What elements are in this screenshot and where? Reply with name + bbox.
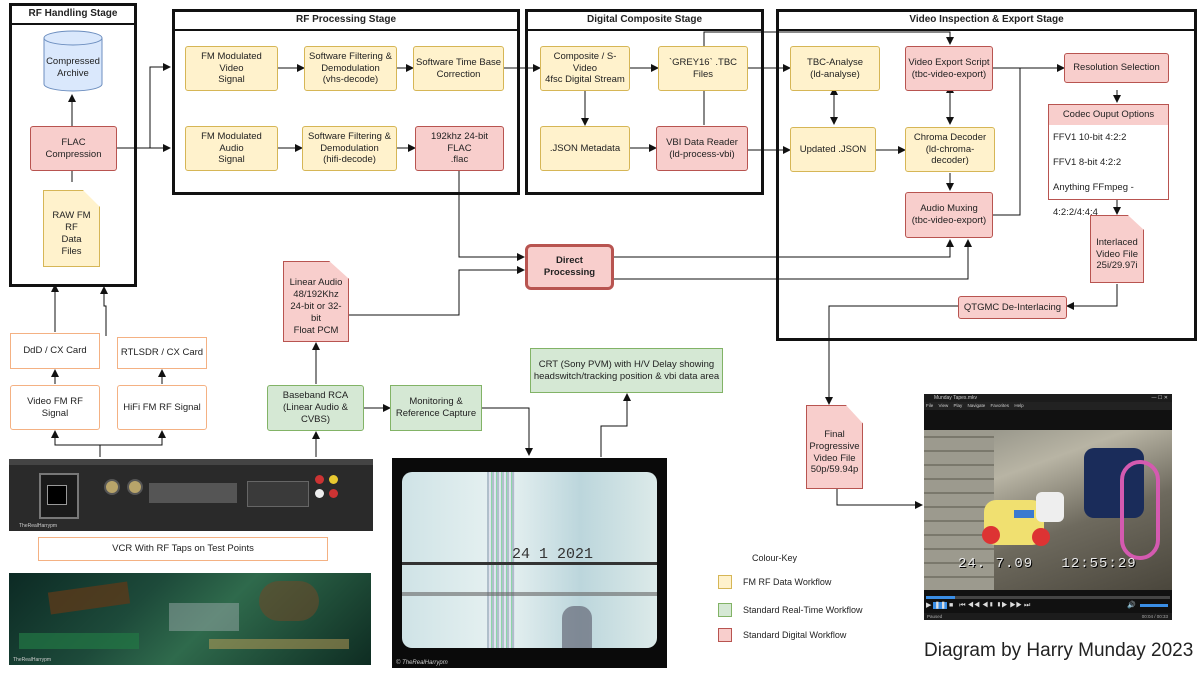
codec-output-options-node: Codec Ouput Options FFV1 10-bit 4:2:2 FF… — [1048, 104, 1169, 218]
board-photo-watermark: TheRealHarrypm — [13, 657, 52, 663]
legend-swatch-digital — [718, 628, 732, 642]
vbi-data-reader-node: VBI Data Reader (ld-process-vbi) — [656, 126, 748, 171]
player-window-controls-icon: — ☐ ✕ — [1151, 395, 1168, 401]
codec-option: Anything FFmpeg - 4:2:2/4:4:4 — [1053, 182, 1134, 218]
fm-modulated-video-signal-node: FM Modulated Video Signal — [185, 46, 278, 91]
updated-json-node: Updated .JSON — [790, 127, 876, 172]
stop-icon[interactable]: ■ — [949, 602, 954, 609]
ddd-cx-card-node: DdD / CX Card — [10, 333, 100, 369]
vcr-rear-panel-photo: TheRealHarrypm — [9, 459, 373, 531]
raw-fm-rf-data-files-node: RAW FM RF Data Files — [43, 190, 100, 267]
player-osd-timestamp: 24. 7.09 12:55:29 — [958, 556, 1137, 572]
vcr-circuit-board-photo: TheRealHarrypm — [9, 573, 371, 665]
rf-handling-stage-title: RF Handling Stage — [12, 6, 134, 25]
crt-photo-watermark: © TheRealHarrypm — [396, 660, 448, 666]
legend-title: Colour-Key — [752, 553, 798, 563]
diagram-credit: Diagram by Harry Munday 2023 — [924, 640, 1194, 661]
fast-forward-icon[interactable]: ▶▶ — [1009, 602, 1023, 609]
vhs-decode-node: Software Filtering & Demodulation (vhs-d… — [304, 46, 397, 91]
legend-label: Standard Digital Workflow — [743, 630, 847, 640]
player-menu-item[interactable]: Help — [1014, 403, 1024, 408]
pause-icon[interactable]: ❚❚ — [933, 602, 948, 609]
player-video-frame: 24. 7.09 12:55:29 — [924, 430, 1172, 590]
flac-compression-node: FLAC Compression — [30, 126, 117, 171]
inspection-export-stage: Video Inspection & Export Stage — [776, 9, 1197, 341]
frame-back-icon[interactable]: ◀▮ — [981, 602, 994, 609]
rf-processing-stage: RF Processing Stage — [172, 9, 520, 195]
player-titlebar: Munday Tapes.mkv — ☐ ✕ — [924, 394, 1172, 402]
video-fm-rf-signal-node: Video FM RF Signal — [10, 385, 100, 430]
codec-option: FFV1 8-bit 4:2:2 — [1053, 157, 1122, 168]
final-progressive-video-file-node: Final Progressive Video File 50p/59.94p — [806, 405, 863, 489]
codec-option: FFV1 10-bit 4:2:2 — [1053, 132, 1127, 143]
digital-composite-stage: Digital Composite Stage — [525, 9, 764, 195]
rewind-icon[interactable]: ◀◀ — [967, 602, 980, 609]
player-menu-item[interactable]: Play — [953, 403, 963, 408]
resolution-selection-node: Resolution Selection — [1064, 53, 1169, 83]
rtlsdr-cx-card-node: RTLSDR / CX Card — [117, 337, 207, 369]
flac-192khz-node: 192khz 24-bit FLAC .flac — [415, 126, 504, 171]
player-status: Paused — [927, 614, 943, 619]
vcr-photo-watermark: TheRealHarrypm — [19, 523, 58, 529]
legend-label: Standard Real-Time Workflow — [743, 605, 863, 615]
tbc-analyse-node: TBC-Analyse (ld-analyse) — [790, 46, 880, 91]
player-title: Munday Tapes.mkv — [934, 395, 977, 401]
player-seekbar[interactable] — [926, 596, 1170, 599]
linear-audio-node: Linear Audio 48/192Khz 24-bit or 32-bit … — [283, 261, 349, 342]
compressed-archive-icon — [43, 30, 103, 92]
video-export-script-node: Video Export Script (tbc-video-export) — [905, 46, 993, 91]
hifi-fm-rf-signal-node: HiFi FM RF Signal — [117, 385, 207, 430]
qtgmc-deinterlacing-node: QTGMC De-Interlacing — [958, 296, 1067, 319]
direct-processing-node: Direct Processing — [525, 244, 614, 290]
json-metadata-node: .JSON Metadata — [540, 126, 630, 171]
grey16-tbc-files-node: `GREY16` .TBC Files — [658, 46, 748, 91]
codec-output-options-title: Codec Ouput Options — [1062, 109, 1155, 120]
audio-muxing-node: Audio Muxing (tbc-video-export) — [905, 192, 993, 238]
legend-swatch-real-time — [718, 603, 732, 617]
digital-composite-stage-title: Digital Composite Stage — [528, 12, 761, 31]
player-statusbar: Paused 00:04 / 00:33 — [924, 613, 1172, 620]
media-player-window: Munday Tapes.mkv — ☐ ✕ File View Play Na… — [924, 394, 1172, 620]
player-menu-item[interactable]: File — [926, 403, 934, 408]
player-controls: ▶ ❚❚ ■ ⏮ ◀◀ ◀▮ ▮▶ ▶▶ ⏭ 🔊 — [926, 600, 1170, 611]
skip-forward-icon[interactable]: ⏭ — [1024, 602, 1031, 609]
hifi-decode-node: Software Filtering & Demodulation (hifi-… — [302, 126, 397, 171]
vcr-caption-node: VCR With RF Taps on Test Points — [38, 537, 328, 561]
player-menu-item[interactable]: Favorites — [990, 403, 1010, 408]
composite-4fsc-stream-node: Composite / S-Video 4fsc Digital Stream — [540, 46, 630, 91]
legend-label: FM RF Data Workflow — [743, 577, 832, 587]
chroma-decoder-node: Chroma Decoder (ld-chroma-decoder) — [905, 127, 995, 172]
player-menubar: File View Play Navigate Favorites Help — [924, 402, 1172, 410]
compressed-archive-label: Compressed Archive — [46, 56, 100, 79]
inspection-export-stage-title: Video Inspection & Export Stage — [779, 12, 1194, 31]
monitoring-reference-capture-node: Monitoring & Reference Capture — [390, 385, 482, 431]
player-menu-item[interactable]: Navigate — [967, 403, 986, 408]
crt-date-overlay: 24 1 2021 — [512, 546, 594, 563]
interlaced-video-file-node: Interlaced Video File 25i/29.97i — [1090, 215, 1144, 283]
baseband-rca-node: Baseband RCA (Linear Audio & CVBS) — [267, 385, 364, 431]
legend-swatch-fm-rf — [718, 575, 732, 589]
player-time: 00:04 / 00:33 — [1141, 614, 1168, 619]
fm-modulated-audio-signal-node: FM Modulated Audio Signal — [185, 126, 278, 171]
rf-processing-stage-title: RF Processing Stage — [175, 12, 517, 31]
software-tbc-node: Software Time Base Correction — [413, 46, 504, 91]
crt-monitor-node: CRT (Sony PVM) with H/V Delay showing he… — [530, 348, 723, 393]
codec-options-list: FFV1 10-bit 4:2:2 FFV1 8-bit 4:2:2 Anyth… — [1049, 125, 1168, 218]
player-menu-item[interactable]: View — [938, 403, 949, 408]
frame-forward-icon[interactable]: ▮▶ — [995, 602, 1008, 609]
volume-slider[interactable] — [1140, 604, 1168, 607]
volume-icon[interactable]: 🔊 — [1127, 602, 1136, 609]
skip-back-icon[interactable]: ⏮ — [959, 602, 966, 609]
play-icon[interactable]: ▶ — [926, 602, 932, 609]
crt-monitor-photo: 24 1 2021 © TheRealHarrypm — [392, 458, 667, 668]
